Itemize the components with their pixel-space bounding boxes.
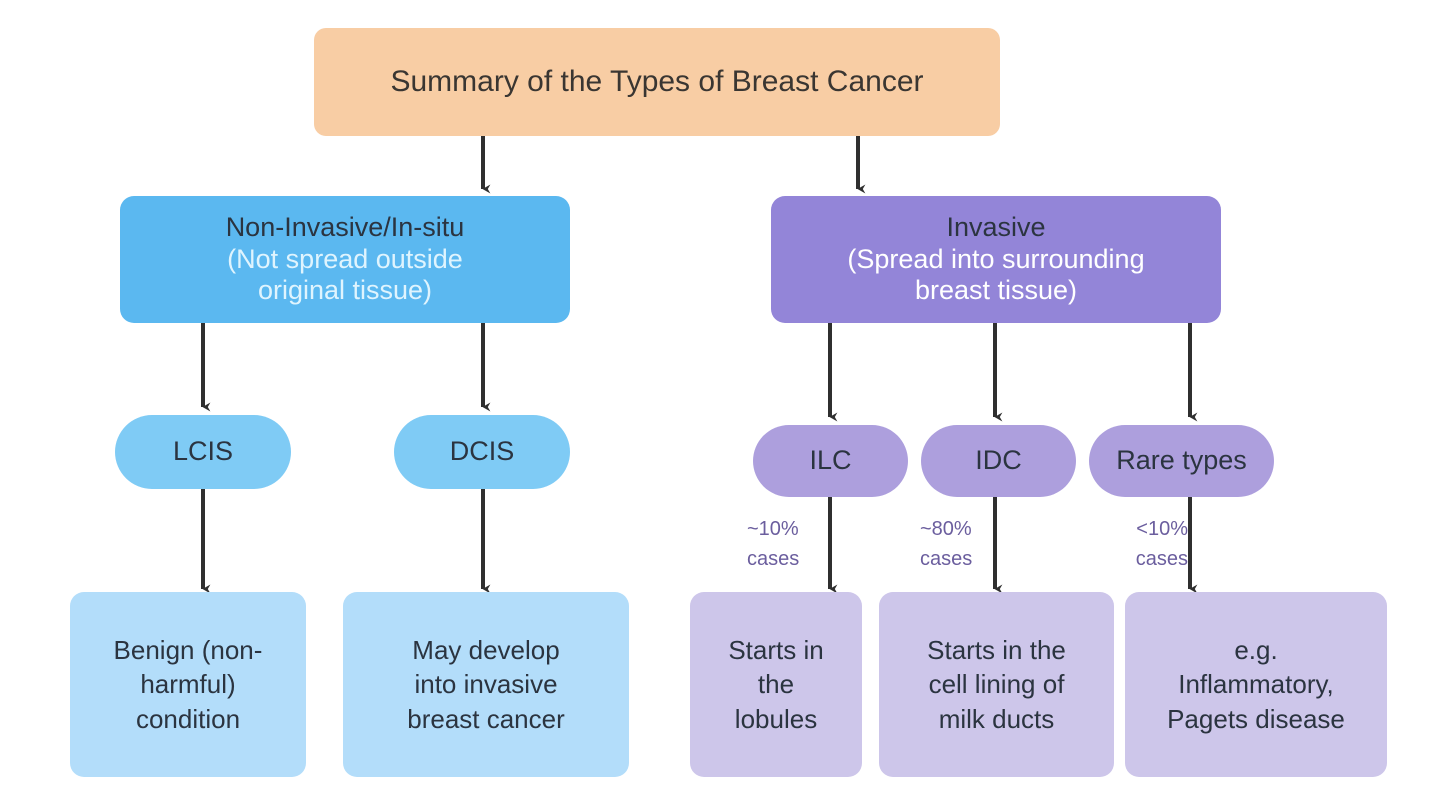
pill-dcis: DCIS: [394, 415, 570, 489]
leaf-ilc-line-1: Starts in: [728, 635, 824, 666]
leaf-rare-detail: e.g. Inflammatory, Pagets disease: [1125, 592, 1387, 777]
page-title: Summary of the Types of Breast Cancer: [390, 65, 924, 99]
category-invasive: Invasive (Spread into surrounding breast…: [771, 196, 1221, 323]
invasive-subline-1: (Spread into surrounding: [847, 243, 1145, 274]
pill-lcis: LCIS: [115, 415, 291, 489]
pct-rare-unit: cases: [1135, 548, 1188, 570]
leaf-rare-line-1: e.g.: [1234, 635, 1278, 666]
diagram-title-box: Summary of the Types of Breast Cancer: [314, 28, 1000, 136]
leaf-ilc-line-3: lobules: [734, 703, 818, 734]
leaf-idc-detail: Starts in the cell lining of milk ducts: [879, 592, 1114, 777]
leaf-dcis-outcome: May develop into invasive breast cancer: [343, 592, 629, 777]
leaf-rare-line-3: Pagets disease: [1167, 703, 1345, 734]
pct-label-ilc: ~10% cases: [747, 514, 823, 574]
leaf-rare-line-2: Inflammatory,: [1178, 669, 1334, 700]
category-noninvasive: Non-Invasive/In-situ (Not spread outside…: [120, 196, 570, 323]
leaf-lcis-line-1: Benign (non-: [113, 635, 263, 666]
leaf-ilc-line-2: the: [757, 669, 795, 700]
pct-idc-unit: cases: [920, 548, 973, 570]
leaf-dcis-line-1: May develop: [412, 635, 560, 666]
pill-idc: IDC: [921, 425, 1076, 497]
noninvasive-subline-2: original tissue): [257, 275, 433, 306]
leaf-lcis-line-3: condition: [135, 703, 241, 734]
pct-label-rare: <10% cases: [1112, 514, 1188, 574]
pct-rare-value: <10%: [1136, 518, 1188, 540]
invasive-heading: Invasive: [946, 211, 1046, 242]
pill-dcis-label: DCIS: [449, 436, 515, 467]
leaf-dcis-line-3: breast cancer: [407, 703, 565, 734]
noninvasive-subline-1: (Not spread outside: [227, 243, 463, 274]
pct-ilc-unit: cases: [747, 548, 800, 570]
pill-lcis-label: LCIS: [172, 436, 234, 467]
invasive-subline-2: breast tissue): [914, 275, 1078, 306]
leaf-ilc-detail: Starts in the lobules: [690, 592, 862, 777]
leaf-idc-line-1: Starts in the: [927, 635, 1066, 666]
leaf-dcis-line-2: into invasive: [414, 669, 558, 700]
leaf-lcis-line-2: harmful): [140, 669, 236, 700]
leaf-idc-line-2: cell lining of: [928, 669, 1065, 700]
leaf-lcis-outcome: Benign (non- harmful) condition: [70, 592, 306, 777]
pct-idc-value: ~80%: [920, 518, 972, 540]
pct-ilc-value: ~10%: [747, 518, 799, 540]
pill-rare-types-label: Rare types: [1116, 445, 1247, 476]
pill-idc-label: IDC: [975, 445, 1022, 476]
pill-ilc: ILC: [753, 425, 908, 497]
pill-rare-types: Rare types: [1089, 425, 1274, 497]
noninvasive-heading: Non-Invasive/In-situ: [225, 211, 465, 242]
pill-ilc-label: ILC: [809, 445, 852, 476]
pct-label-idc: ~80% cases: [920, 514, 996, 574]
leaf-idc-line-3: milk ducts: [938, 703, 1055, 734]
